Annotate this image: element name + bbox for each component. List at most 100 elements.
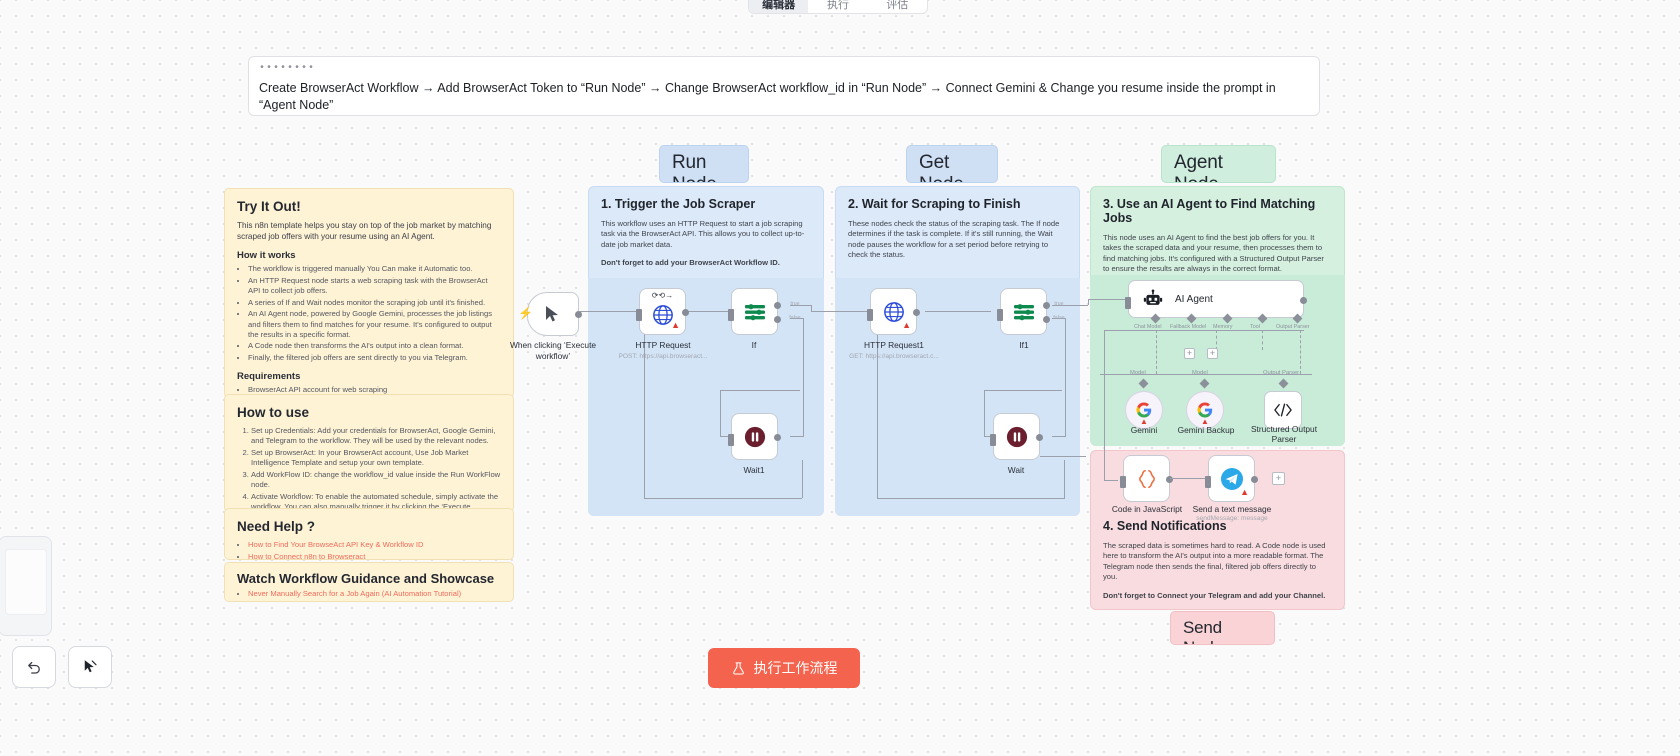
output-port[interactable]: [913, 309, 920, 316]
input-port[interactable]: [990, 434, 996, 446]
output-port[interactable]: [1300, 297, 1307, 304]
node-label-wait1: Wait1: [743, 465, 765, 475]
instruction-banner: •••••••• Create BrowserAct Workflow → Ad…: [248, 56, 1320, 116]
list-item: Add WorkFlow ID: change the workflow_id …: [251, 470, 501, 490]
output-port[interactable]: [1251, 476, 1258, 483]
input-port[interactable]: [867, 309, 873, 321]
sticky-note-how-to-use[interactable]: How to use Set up Credentials: Add your …: [224, 394, 514, 512]
input-port[interactable]: [1125, 297, 1131, 309]
output-port[interactable]: [774, 434, 781, 441]
list-item: Finally, the filtered job offers are sen…: [248, 353, 501, 363]
input-port[interactable]: [1205, 476, 1211, 488]
list-item[interactable]: Never Manually Search for a Job Again (A…: [248, 589, 501, 599]
list-item: An HTTP Request node starts a web scrapi…: [248, 276, 501, 296]
group-label-send-node[interactable]: Send Node: [1170, 611, 1275, 645]
list-item: Activate Workflow: To enable the automat…: [251, 492, 501, 511]
wire-fallback-dash: [1216, 330, 1217, 350]
node-label-structured-output-parser: Structured Output Parser: [1250, 424, 1318, 444]
model-rail: [1100, 374, 1312, 376]
tab-editor[interactable]: 编辑器: [749, 0, 809, 13]
wire-if1-false-v: [1065, 318, 1067, 436]
help-links-list: How to Find Your BrowseAct API Key & Wor…: [237, 540, 501, 560]
collapsed-side-panel[interactable]: [0, 536, 52, 636]
input-port[interactable]: [636, 309, 642, 321]
output-port[interactable]: [575, 311, 582, 318]
node-wait[interactable]: [990, 413, 1043, 460]
output-port[interactable]: [1036, 434, 1043, 441]
input-port[interactable]: [728, 309, 734, 321]
tab-evaluations[interactable]: 评估: [886, 0, 909, 11]
add-node-after-telegram-button[interactable]: +: [1272, 472, 1285, 485]
output-port-false[interactable]: [774, 316, 781, 323]
node-http-request[interactable]: ⟳⟲→ ▲: [636, 288, 689, 335]
output-port-true[interactable]: [1043, 302, 1050, 309]
wire-if-true: [790, 305, 812, 307]
node-when-clicking-execute-workflow[interactable]: ⚡: [518, 292, 582, 336]
input-port[interactable]: [1120, 476, 1126, 488]
node-gemini-backup[interactable]: ▲: [1186, 391, 1224, 429]
code-brackets-icon: [1274, 403, 1292, 417]
output-port[interactable]: [682, 309, 689, 316]
sticky-title: Need Help ?: [237, 519, 316, 534]
node-code-in-javascript[interactable]: [1120, 455, 1173, 502]
node-http-request1[interactable]: ▲: [867, 288, 920, 335]
sticky-note-watch-guidance[interactable]: Watch Workflow Guidance and Showcase Nev…: [224, 562, 514, 602]
telegram-icon: [1220, 467, 1243, 490]
group-label-agent-node[interactable]: Agent Node: [1161, 145, 1276, 183]
help-link[interactable]: How to Find Your BrowseAct API Key & Wor…: [248, 540, 424, 549]
node-ai-agent[interactable]: AI Agent: [1125, 280, 1307, 318]
node-send-a-text-message[interactable]: ▲: [1205, 455, 1258, 502]
wire-wait1-loop-h: [720, 390, 800, 392]
group-header: 1. Trigger the Job Scraper This workflow…: [589, 187, 823, 275]
output-port[interactable]: [1166, 476, 1173, 483]
wire-if-false: [790, 318, 804, 320]
list-item[interactable]: How to Connect n8n to Browseract: [248, 551, 501, 560]
node-sub-http-request1: GET: https://api.browseract.c...: [849, 353, 939, 360]
model-label-gemini-backup: Model: [1192, 370, 1208, 376]
pause-icon: [1006, 426, 1027, 447]
undo-button[interactable]: [12, 646, 56, 688]
group-label-get-node[interactable]: Get Node: [906, 145, 998, 183]
execute-workflow-label: 执行工作流程: [753, 660, 838, 676]
group-title: 4. Send Notifications: [1103, 519, 1227, 533]
flask-icon: [732, 661, 744, 675]
node-wait1[interactable]: [728, 413, 781, 460]
subport-label-output-parser: Output Parser: [1276, 324, 1310, 330]
node-if[interactable]: [728, 288, 781, 335]
input-port[interactable]: [997, 309, 1003, 321]
add-tool-button[interactable]: +: [1207, 348, 1218, 359]
sticky-note-need-help[interactable]: Need Help ? How to Find Your BrowseAct A…: [224, 508, 514, 560]
node-if1[interactable]: [997, 288, 1050, 335]
wire-if1-false: [1052, 318, 1066, 320]
subport-label-tool: Tool: [1250, 324, 1260, 330]
requirements-list: BrowserAct API account for web scraping …: [237, 385, 501, 397]
tab-executions[interactable]: 执行: [826, 0, 849, 11]
wire-wait1-loop-v: [720, 390, 722, 436]
editor-tab-strip[interactable]: 编辑器 执行 评估: [748, 0, 928, 14]
sticky-note-try-it-out[interactable]: Try It Out! This n8n template helps you …: [224, 188, 514, 398]
wire-if1-bend: [1088, 299, 1090, 305]
retry-icon: ⟳⟲→: [651, 291, 674, 300]
pointer-tool-button[interactable]: [68, 646, 112, 688]
output-port-false[interactable]: [1043, 316, 1050, 323]
add-memory-button[interactable]: +: [1184, 348, 1195, 359]
lightning-icon: ⚡: [518, 306, 533, 320]
filter-icon: [744, 303, 765, 320]
node-structured-output-parser[interactable]: [1264, 391, 1302, 429]
group-description: These nodes check the status of the scra…: [848, 219, 1060, 260]
output-port-true[interactable]: [774, 302, 781, 309]
wire-wait-in: [984, 436, 994, 438]
input-port[interactable]: [728, 434, 734, 446]
group-note: Don't forget to add your BrowserAct Work…: [601, 258, 780, 268]
curly-braces-icon: [1138, 469, 1155, 488]
list-item[interactable]: How to Find Your BrowseAct API Key & Wor…: [248, 540, 501, 550]
watch-link[interactable]: Never Manually Search for a Job Again (A…: [248, 589, 462, 598]
execute-workflow-button[interactable]: 执行工作流程: [708, 648, 860, 688]
wire-agent-to-code-h: [1104, 480, 1118, 482]
node-gemini[interactable]: ▲: [1125, 391, 1163, 429]
group-label-run-node[interactable]: Run Node: [659, 145, 749, 183]
help-link[interactable]: How to Connect n8n to Browseract: [248, 551, 366, 560]
group-note: Don't forget to Connect your Telegram an…: [1103, 590, 1326, 600]
wire-wait-loop-v: [984, 390, 986, 436]
port-label-true: true: [1054, 301, 1064, 307]
